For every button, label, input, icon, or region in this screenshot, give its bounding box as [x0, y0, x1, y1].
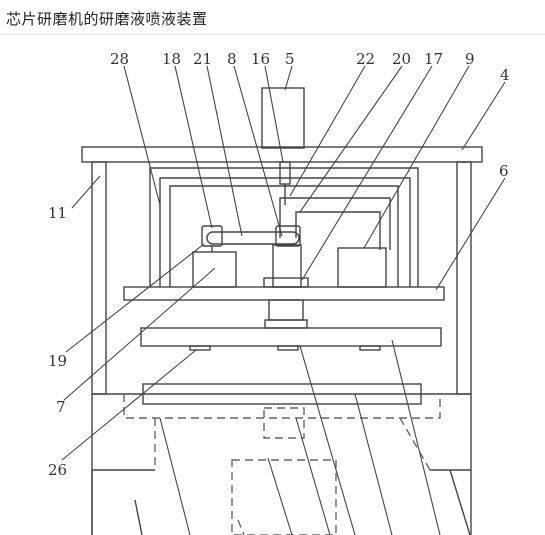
page-title: 芯片研磨机的研磨液喷液装置	[6, 10, 208, 28]
label-4: 4	[500, 66, 510, 84]
leader-lines	[61, 65, 506, 535]
spindle-8	[272, 244, 302, 288]
shaft-16	[279, 161, 291, 185]
frame-28	[149, 167, 419, 287]
label-9: 9	[465, 50, 475, 68]
nozzle-26-a	[189, 345, 211, 351]
label-28: 28	[110, 50, 129, 68]
belt-21	[206, 231, 300, 245]
label-22: 22	[356, 50, 375, 68]
left-column-11	[91, 161, 107, 395]
collar	[264, 319, 308, 329]
label-7: 7	[56, 398, 66, 416]
pulley-8	[275, 225, 301, 247]
title-divider	[0, 34, 545, 35]
label-20: 20	[392, 50, 411, 68]
motor-5	[261, 87, 305, 149]
nozzle-26-b	[277, 345, 299, 351]
label-17: 17	[424, 50, 443, 68]
label-6: 6	[499, 162, 509, 180]
label-18: 18	[162, 50, 181, 68]
label-16: 16	[251, 50, 270, 68]
label-11: 11	[48, 204, 67, 222]
pulley-18	[201, 225, 223, 247]
label-19: 19	[48, 352, 67, 370]
label-8: 8	[227, 50, 237, 68]
hidden-lines	[123, 394, 441, 535]
shaft-lower	[268, 299, 304, 321]
frame-inner-2	[169, 185, 399, 287]
frame-inner-1	[159, 177, 411, 287]
reference-numerals: 28 18 21 8 16 5 22 20 17 9 4 6 11 19 7 2…	[48, 50, 510, 479]
nozzle-26-c	[359, 345, 381, 351]
coupling-17	[263, 277, 309, 288]
label-5: 5	[285, 50, 295, 68]
frame-22	[279, 197, 391, 250]
unit-9	[337, 247, 387, 288]
right-column	[456, 161, 472, 395]
polishing-disk	[140, 327, 442, 347]
label-26: 26	[48, 461, 67, 479]
plate-6	[123, 286, 445, 301]
label-21: 21	[193, 50, 212, 68]
frame-20	[295, 211, 381, 250]
